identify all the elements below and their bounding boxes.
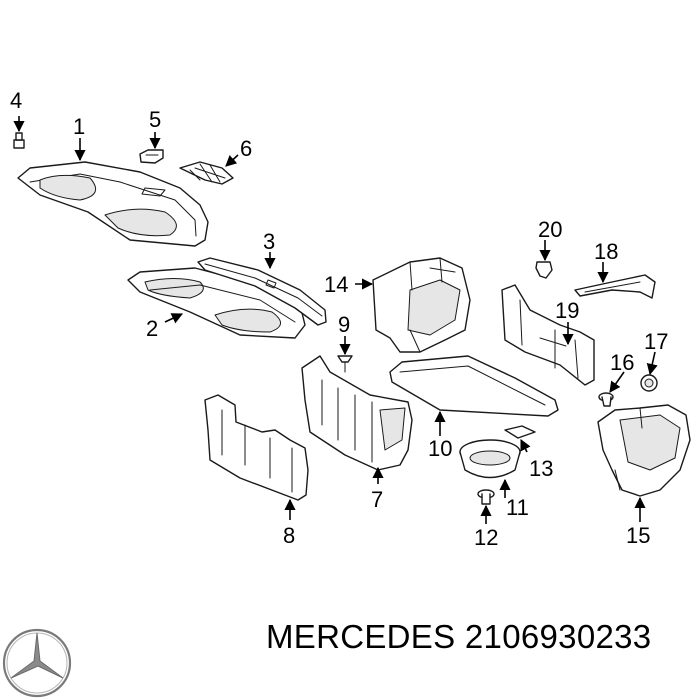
callout-5: 5	[149, 107, 161, 132]
part-19-cross-panel	[501, 284, 595, 386]
part-13-pad	[504, 425, 536, 439]
footer-caption: MERCEDES 2106930233	[266, 618, 651, 656]
brand-name: MERCEDES	[266, 618, 456, 655]
callout-3: 3	[263, 229, 275, 254]
leader-6	[225, 154, 239, 167]
callout-11: 11	[506, 495, 529, 520]
callout-4: 4	[10, 88, 22, 113]
leader-2	[164, 313, 184, 324]
callout-10: 10	[428, 436, 452, 461]
part-10-floor-mat	[389, 355, 559, 417]
part-17-grommet	[640, 374, 658, 392]
leader-16	[609, 371, 625, 393]
callout-2: 2	[146, 316, 158, 341]
part-4-bolt	[13, 132, 25, 149]
callout-12: 12	[474, 525, 498, 550]
part-8-lower-panel	[204, 394, 309, 501]
part-6-grille-cover	[179, 161, 234, 185]
leader-lines	[13, 116, 658, 524]
callout-1: 1	[73, 114, 85, 139]
leader-13	[520, 438, 531, 453]
part-3-trim-strip	[197, 257, 327, 326]
callout-18: 18	[594, 239, 618, 264]
callout-19: 19	[555, 298, 579, 323]
part-12-fastener	[477, 489, 495, 505]
callout-16: 16	[610, 350, 634, 375]
mercedes-star-logo-icon	[2, 628, 72, 698]
callout-17: 17	[644, 329, 668, 354]
callout-7: 7	[371, 487, 383, 512]
part-11-speaker-ring	[459, 439, 521, 479]
callout-8: 8	[283, 523, 295, 548]
callout-6: 6	[240, 136, 252, 161]
part-15-right-trunk-trim	[597, 404, 691, 497]
callout-13: 13	[529, 456, 553, 481]
part-7-back-panel	[301, 355, 413, 471]
callout-9: 9	[338, 312, 350, 337]
part-9-push-pin	[337, 355, 353, 373]
callout-15: 15	[626, 523, 650, 548]
part-1-rear-shelf	[17, 161, 209, 247]
part-16-screw	[598, 392, 614, 407]
part-20-clip	[535, 261, 553, 279]
part-14-left-trunk-trim	[372, 257, 471, 353]
part-18-bracket	[574, 274, 656, 299]
callout-20: 20	[538, 217, 562, 242]
part-number: 2106930233	[464, 618, 652, 655]
leader-17	[646, 351, 658, 376]
callout-labels: 4 1 5 6 3 2 14 9 10 7 8 13 11 12 20 18 1…	[10, 88, 668, 550]
callout-14: 14	[324, 272, 348, 297]
part-5-clip	[139, 149, 164, 164]
